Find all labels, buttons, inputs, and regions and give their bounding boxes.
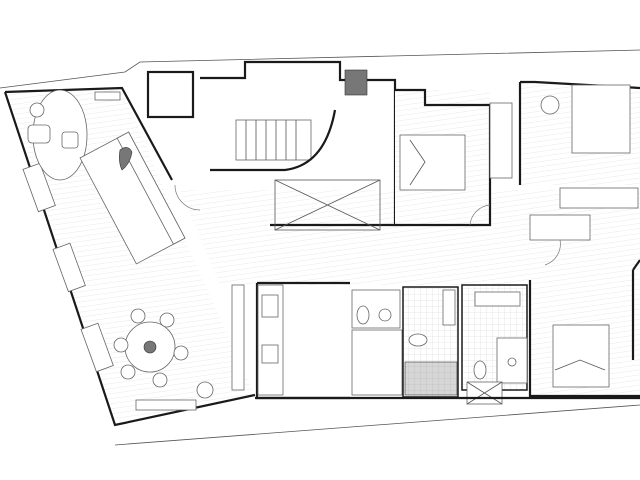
curved-wall	[210, 109, 337, 172]
kitchen	[231, 281, 403, 400]
void	[274, 179, 381, 231]
sink-icon	[474, 291, 521, 307]
bedroom-1	[395, 88, 513, 227]
hallway	[180, 190, 640, 285]
sink-icon	[442, 289, 456, 326]
toilet-icon	[473, 360, 487, 380]
toilet-icon	[356, 305, 370, 325]
sink-icon	[261, 294, 279, 318]
sideboard	[135, 399, 197, 411]
side-table	[29, 102, 45, 118]
bookshelf	[94, 91, 121, 101]
window	[22, 162, 56, 213]
stair-icon[interactable]	[235, 119, 312, 161]
sofa-icon	[79, 131, 186, 265]
armchair-icon	[27, 124, 51, 144]
plant-icon	[119, 147, 133, 171]
site-boundary-bottom	[114, 404, 640, 446]
bed-icon	[571, 84, 631, 154]
bedroom-3	[528, 214, 640, 398]
window	[52, 242, 86, 293]
kitchen-island	[231, 284, 245, 391]
bathroom-2	[402, 286, 459, 398]
lift-shaft	[146, 70, 195, 119]
laundry	[351, 329, 403, 396]
door[interactable]	[544, 239, 561, 266]
exterior-wall	[631, 259, 640, 360]
nightstand	[540, 95, 560, 115]
window	[80, 322, 114, 373]
bed-icon	[399, 134, 466, 191]
shower-icon	[404, 361, 458, 396]
wardrobe-icon[interactable]	[529, 214, 591, 241]
bed-icon	[552, 324, 610, 388]
stove-icon	[261, 344, 279, 364]
living-room	[3, 86, 256, 427]
dining-chairs	[113, 308, 189, 388]
side-table	[196, 381, 214, 399]
washer-icon	[378, 308, 392, 322]
shaft	[344, 69, 368, 96]
bedroom-2	[518, 80, 640, 209]
toilet-icon	[408, 333, 428, 347]
door[interactable]	[469, 204, 491, 226]
entry-door[interactable]	[174, 184, 201, 211]
site-boundary-top	[0, 49, 640, 89]
bathroom-1	[351, 289, 401, 329]
wardrobe-icon[interactable]	[559, 187, 639, 209]
plant-icon	[143, 340, 157, 354]
bathroom-3	[461, 284, 528, 405]
wardrobe-icon[interactable]	[489, 102, 513, 179]
pouf-icon	[61, 131, 79, 149]
